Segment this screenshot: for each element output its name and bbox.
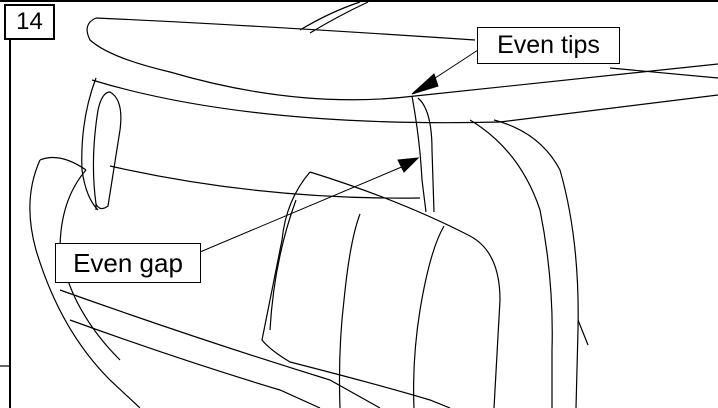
license-recess-line-3: [269, 199, 297, 331]
even-gap-arrowhead: [397, 157, 420, 173]
even-tips-callout: Even tips: [477, 27, 620, 64]
trunk-lid-front-edge: [109, 165, 421, 199]
license-recess-outline: [261, 171, 451, 408]
trunk-lid-bottom-sweep-2: [69, 319, 321, 408]
spoiler-right-upright-inner: [417, 97, 435, 213]
trunk-left-fender: [39, 157, 87, 171]
spoiler-right-upright-outer: [411, 95, 427, 213]
quarter-panel-inner: [469, 119, 553, 408]
even-gap-leader-line: [199, 165, 405, 253]
spoiler-left-endcap-outer: [81, 77, 99, 211]
spoiler-left-endcap-inner: [92, 91, 122, 210]
trunk-lid-bottom-sweep: [59, 289, 381, 408]
even-gap-label: Even gap: [73, 247, 183, 278]
spoiler-top-outline: [86, 17, 718, 101]
even-gap-callout: Even gap: [55, 243, 201, 283]
license-recess-top: [309, 171, 501, 408]
even-tips-arrowhead: [411, 73, 439, 95]
spoiler-far-edge: [609, 67, 718, 79]
spoiler-upper-ridge: [95, 17, 476, 41]
trunk-lid-lower-curve: [29, 159, 141, 408]
quarter-panel-lip: [577, 319, 589, 346]
quarter-panel-outline: [493, 119, 579, 408]
roof-edge-line-inner: [309, 1, 369, 34]
step-number-box: 14: [4, 4, 55, 40]
step-number: 14: [16, 8, 43, 35]
roof-edge-line: [299, 1, 361, 31]
license-recess-line-2: [413, 225, 445, 408]
even-tips-label: Even tips: [497, 31, 600, 59]
license-recess-line-1: [338, 213, 361, 408]
spoiler-front-lip: [91, 79, 718, 124]
